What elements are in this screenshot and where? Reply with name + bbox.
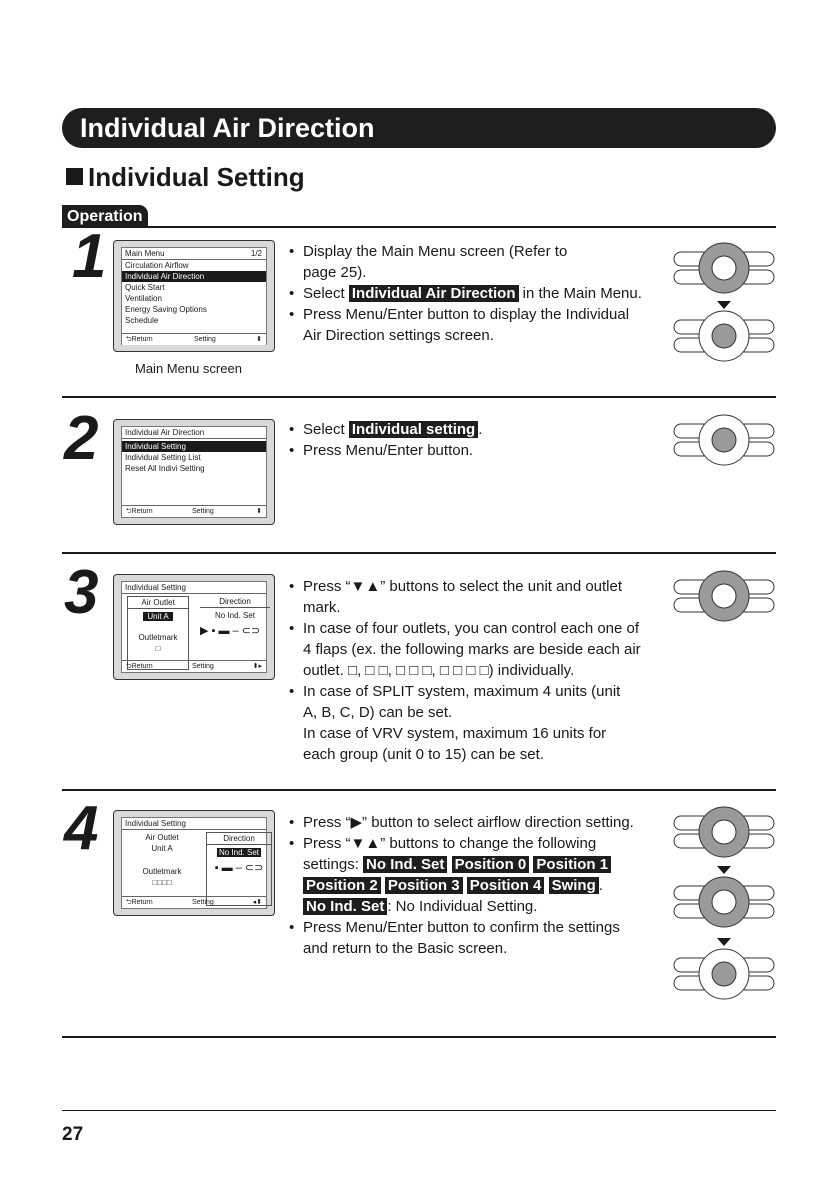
lcd-header: Individual Air Direction <box>122 427 266 439</box>
pad-icon-center-highlight <box>673 310 775 362</box>
option-position-1: Position 1 <box>533 856 612 873</box>
lcd-footer: ⮌Return Setting ◂⬍ <box>122 896 266 908</box>
remote-pad-diagram <box>673 414 775 466</box>
remote-pad-diagram <box>673 806 775 1000</box>
lcd-item: Individual Setting List <box>125 453 201 462</box>
option-swing: Swing <box>548 877 599 894</box>
lcd-item: Ventilation <box>125 294 162 303</box>
updown-icon: ⬍ <box>256 508 262 515</box>
lcd-item: Schedule <box>125 316 159 325</box>
step-number: 1 <box>72 222 107 291</box>
lcd-caption: Main Menu screen <box>135 361 242 376</box>
lcd-footer: ⮌Return Setting ⬍ <box>122 333 266 345</box>
step-number: 4 <box>64 794 99 863</box>
lcd-item: Quick Start <box>125 283 165 292</box>
airflow-icon: ▶ ▪ ▬ ‒ ⊂⊃ <box>200 625 261 637</box>
lcd-individual-air-direction: Individual Air Direction Individual Sett… <box>113 419 275 525</box>
option-position-0: Position 0 <box>451 856 530 873</box>
air-outlet-box: Air Outlet Unit A Outletmark □ <box>127 596 189 670</box>
remote-pad-diagram <box>673 570 775 622</box>
direction-box: Direction No Ind. Set ▶ ▪ ▬ ‒ ⊂⊃ <box>200 596 270 668</box>
lcd-item-selected: Individual Setting <box>122 441 266 452</box>
divider <box>62 552 776 554</box>
direction-box: Direction No Ind. Set ▪ ▬ ‒ ⊂⊃ <box>206 832 272 906</box>
option-no-ind-set: No Ind. Set <box>363 856 448 873</box>
lcd-item: Reset All Indivi Setting <box>125 464 205 473</box>
step1-instructions: Display the Main Menu screen (Refer topa… <box>287 241 672 346</box>
lcd-footer: ⮌Return Setting ⬍▸ <box>122 660 266 672</box>
air-outlet-box: Air Outlet Unit A Outletmark □□□□ <box>142 833 182 887</box>
subtitle-text: Individual Setting <box>88 162 305 192</box>
step-number: 2 <box>64 404 99 473</box>
square-bullet-icon <box>66 168 83 185</box>
section-title: Individual Air Direction <box>62 108 776 148</box>
airflow-icon: ▪ ▬ ‒ ⊂⊃ <box>214 862 264 874</box>
divider <box>62 396 776 398</box>
lcd-item: Energy Saving Options <box>125 305 207 314</box>
lcd-individual-setting-direction: Individual Setting Air Outlet Unit A Out… <box>113 810 275 916</box>
footer-rule <box>62 1110 776 1111</box>
step2-instructions: Select Individual setting. Press Menu/En… <box>287 419 672 461</box>
section-subtitle: Individual Setting <box>66 160 305 194</box>
step-number: 3 <box>64 558 99 627</box>
pad-icon-up-down-highlight <box>673 242 775 294</box>
option-no-ind-set-def: No Ind. Set <box>303 898 388 915</box>
lcd-footer: ⮌Return Setting ⬍ <box>122 505 266 517</box>
page-number: 27 <box>62 1124 84 1145</box>
lcd-header: Individual Setting <box>122 818 266 830</box>
lcd-individual-setting: Individual Setting Air Outlet Unit A Out… <box>113 574 275 680</box>
operation-tag: Operation <box>62 205 148 228</box>
updown-icon: ⬍ <box>256 336 262 343</box>
option-position-4: Position 4 <box>466 877 545 894</box>
divider <box>62 1036 776 1038</box>
remote-pad-diagram <box>673 242 775 362</box>
lcd-item-selected: Individual Air Direction <box>122 271 266 282</box>
lcd-header: Individual Setting <box>122 582 266 594</box>
option-position-2: Position 2 <box>303 877 381 894</box>
option-position-3: Position 3 <box>384 877 463 894</box>
divider <box>62 226 776 228</box>
step4-instructions: Press “▶” button to select airflow direc… <box>287 812 672 959</box>
step3-instructions: Press “▼▲” buttons to select the unit an… <box>287 576 672 765</box>
divider <box>62 789 776 791</box>
lcd-item: Circulation Airflow <box>125 261 189 270</box>
